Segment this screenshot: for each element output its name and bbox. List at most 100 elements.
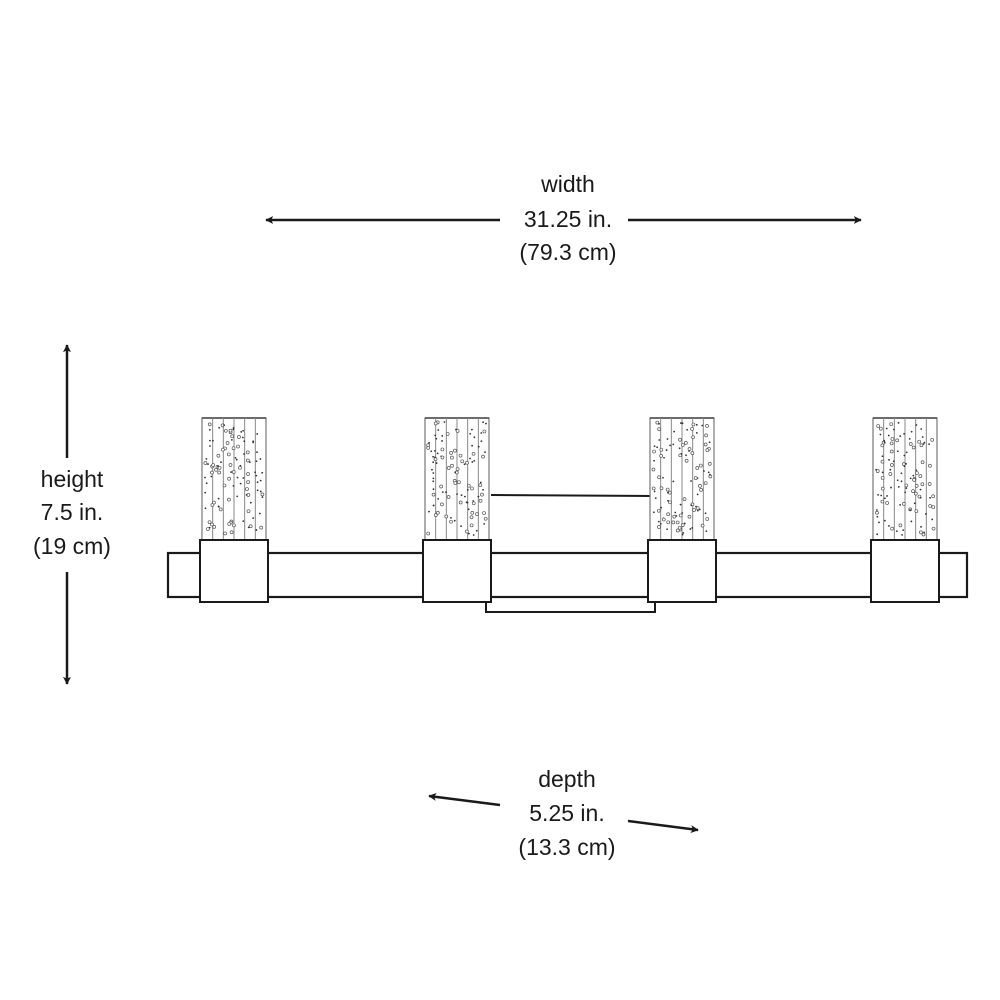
depth-metric: (13.3 cm) — [518, 834, 615, 860]
glass-bubble — [227, 497, 231, 502]
glass-bubble — [239, 482, 242, 485]
glass-bubble — [432, 477, 435, 480]
glass-bubble — [914, 509, 919, 514]
glass-bubble — [204, 476, 206, 479]
glass-bubble — [698, 463, 703, 468]
glass-bubble — [707, 462, 712, 466]
glass-bubble — [687, 514, 692, 519]
glass-bubble — [905, 451, 908, 454]
glass-bubble — [239, 464, 242, 467]
glass-bubble — [471, 428, 473, 431]
glass-bubble — [240, 430, 243, 433]
glass-bubble — [672, 480, 675, 483]
glass-bubble — [256, 433, 259, 435]
glass-bubble — [434, 434, 437, 437]
glass-bubble — [446, 495, 451, 499]
glass-bubble — [445, 432, 450, 436]
glass-bubble — [672, 443, 675, 446]
glass-bubble — [210, 470, 214, 475]
glass-bubble — [217, 505, 220, 508]
glass-bubble — [243, 440, 246, 443]
glass-bubble — [432, 488, 435, 491]
height-metric: (19 cm) — [33, 533, 111, 559]
glass-bubble — [890, 486, 892, 489]
glass-bubble — [927, 482, 932, 486]
glass-bubble — [259, 490, 262, 493]
glass-bubble — [899, 435, 902, 437]
fixture-bar — [166, 551, 969, 599]
glass-bubble — [674, 511, 677, 514]
glass-bubble — [919, 443, 924, 448]
glass-bubble — [687, 447, 692, 451]
glass-bubble — [246, 458, 250, 463]
glass-bubble — [915, 471, 919, 475]
glass-bubble — [659, 522, 662, 525]
glass-bubble — [680, 422, 682, 424]
glass-bubble — [444, 514, 449, 519]
glass-bubble — [690, 451, 695, 455]
glass-bubble — [260, 492, 265, 497]
glass-bubble — [693, 476, 698, 480]
glass-bubble — [453, 448, 457, 453]
glass-bubble — [242, 520, 245, 523]
glass-bubble — [915, 469, 918, 472]
glass-bubble — [230, 438, 233, 441]
glass-bubble — [434, 456, 436, 459]
glass-bubble — [881, 455, 884, 458]
glass-bubble — [217, 465, 222, 470]
glass-bubble — [930, 437, 935, 442]
glass-bubble — [455, 428, 457, 431]
height-dimension: height 7.5 in. (19 cm) — [33, 344, 111, 685]
glass-bubble — [903, 465, 906, 468]
glass-bubble — [889, 422, 894, 427]
glass-bubble — [931, 494, 936, 499]
glass-bubble — [923, 441, 926, 444]
glass-bubble — [890, 437, 895, 441]
glass-bubble — [455, 467, 460, 471]
glass-bubble — [887, 434, 890, 437]
glass-bubble — [691, 422, 696, 427]
glass-bubble — [675, 520, 680, 525]
glass-bubble — [204, 491, 207, 494]
glass-bubble — [904, 483, 909, 488]
glass-bubble — [912, 474, 915, 477]
glass-bubble — [435, 462, 438, 464]
glass-bubble — [902, 529, 905, 532]
glass-bubble — [485, 422, 487, 425]
glass-bubble — [685, 454, 687, 457]
glass-bubble — [217, 497, 220, 500]
glass-bubble — [465, 529, 469, 534]
glass-bubble — [470, 486, 474, 491]
glass-bubble — [899, 503, 902, 506]
glass-bubble — [473, 436, 476, 439]
glass-bubble — [450, 455, 454, 460]
glass-bubble — [234, 456, 237, 459]
glass-bubble — [210, 503, 215, 507]
glass-bubble — [890, 526, 894, 531]
glass-bubble — [911, 489, 915, 493]
width-imperial: 31.25 in. — [524, 206, 612, 232]
glass-bubble — [245, 487, 249, 491]
glass-bubble — [886, 495, 888, 497]
glass-bubble — [229, 530, 234, 535]
glass-bubble — [920, 460, 925, 465]
glass-bubble — [432, 472, 435, 474]
glass-bubble — [212, 525, 217, 529]
glass-bubble — [698, 508, 701, 511]
glass-bubble — [225, 441, 230, 445]
glass-bubble — [249, 501, 252, 504]
glass-bubble — [232, 428, 235, 431]
glass-bubble — [223, 428, 228, 433]
glass-bubble — [703, 442, 708, 447]
glass-bubble — [256, 451, 258, 454]
glass-bubble — [246, 480, 250, 484]
glass-bubble — [238, 465, 242, 470]
glass-bubble — [895, 530, 898, 533]
glass-bubble — [440, 447, 445, 452]
glass-bubble — [707, 471, 710, 474]
glass-bubble — [879, 433, 882, 436]
glass-bubble — [690, 504, 693, 507]
glass-bubble — [472, 534, 475, 536]
glass-bubble — [888, 458, 890, 461]
